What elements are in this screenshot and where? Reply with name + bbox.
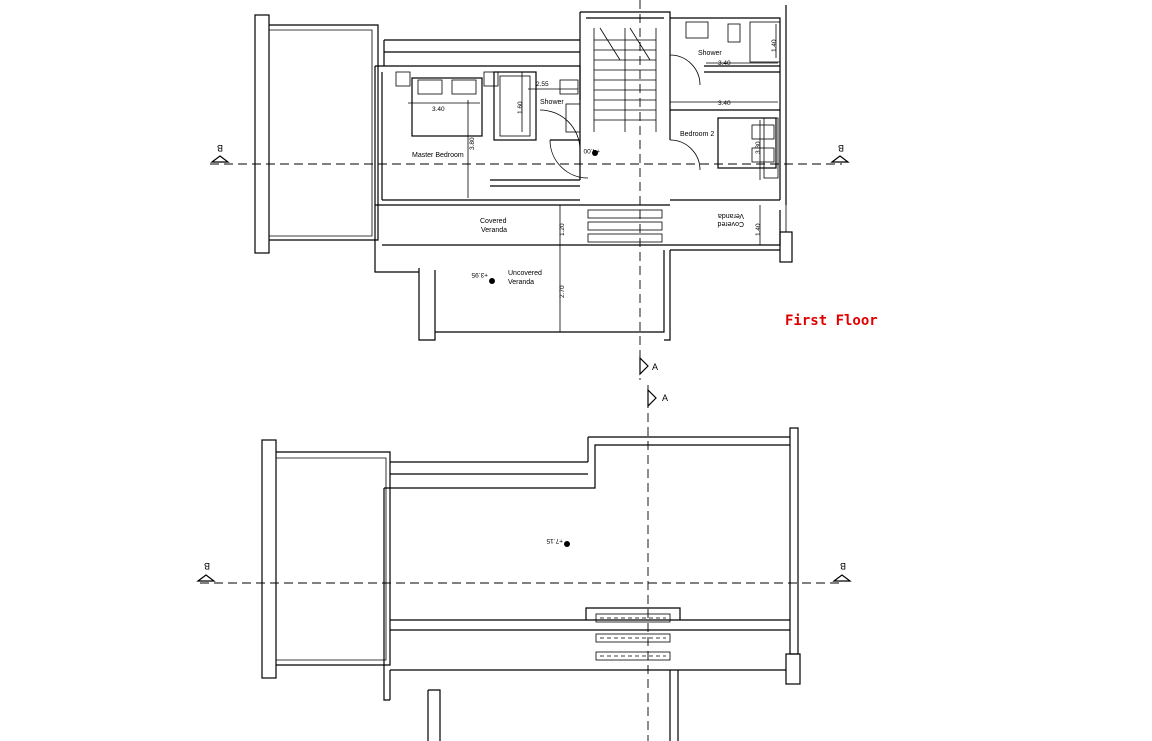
first-floor-plan: [254, 5, 793, 341]
room-label-covered-veranda-right-line2: Veranda: [718, 212, 744, 219]
section-label-b-right-bottom: B: [840, 561, 846, 571]
room-label-master-bedroom: Master Bedroom: [412, 152, 464, 159]
room-label-shower-left: Shower: [540, 99, 564, 106]
dim-wardrobe: 1.60: [517, 101, 524, 114]
room-label-shower-right: Shower: [698, 50, 722, 57]
room-label-covered-veranda-line1: Covered: [480, 218, 507, 225]
section-marker-b-left-bottom: [196, 574, 216, 582]
dim-master-height: 3.80: [469, 137, 476, 150]
dim-veranda-uncovered-depth: 2.70: [559, 285, 566, 298]
section-label-b-left-bottom: B: [204, 561, 210, 571]
level-marker-first-floor: [592, 150, 598, 156]
dim-veranda-covered-depth: 1.20: [559, 223, 566, 236]
dim-bedroom-2-width: 3.40: [718, 100, 731, 107]
section-marker-a-top: [639, 356, 649, 376]
section-marker-a-bottom: [647, 388, 657, 408]
dim-master-width: 3.40: [432, 106, 445, 113]
drawing-title: First Floor: [785, 313, 878, 329]
room-label-uncovered-veranda-line1: Uncovered: [508, 270, 542, 277]
section-marker-b-right-top: [830, 155, 850, 163]
section-label-a-top: A: [652, 362, 658, 372]
dim-shower-left-width: 2.55: [536, 81, 549, 88]
level-uncovered-veranda: +3.95: [471, 271, 488, 278]
section-marker-b-right-bottom: [832, 574, 852, 582]
level-first-floor: +4.00: [583, 147, 600, 154]
level-roof: +7.15: [546, 537, 563, 544]
section-label-b-left-top: B: [217, 143, 223, 153]
section-label-b-right-top: B: [838, 143, 844, 153]
room-label-covered-veranda-line2: Veranda: [481, 227, 507, 234]
stair-first-floor: [593, 27, 657, 132]
level-marker-uncovered-veranda: [489, 278, 495, 284]
section-marker-b-left-top: [210, 155, 230, 163]
dim-shower-right-width: 3.40: [718, 60, 731, 67]
roof-plan: [261, 427, 801, 741]
section-line-a: [639, 0, 649, 741]
dim-bedroom-2-height: 3.30: [755, 141, 762, 154]
room-label-bedroom-2: Bedroom 2: [680, 131, 714, 138]
level-marker-roof: [564, 541, 570, 547]
dim-shower-right-small: 1.40: [771, 39, 778, 52]
room-label-uncovered-veranda-line2: Veranda: [508, 279, 534, 286]
section-label-a-bottom: A: [662, 393, 668, 403]
room-label-covered-veranda-right-line1: Covered: [717, 220, 744, 227]
dim-veranda-right-depth: 1.40: [755, 223, 762, 236]
